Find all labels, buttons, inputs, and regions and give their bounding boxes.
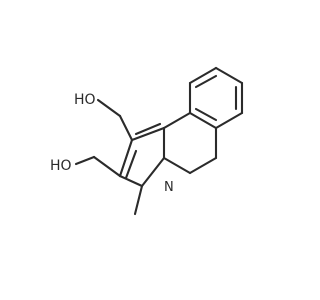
bond [96,98,122,118]
chemical-structure-canvas: HO HO N [50,66,244,216]
bond [188,156,218,175]
double-bond-inner [134,122,162,136]
molecule-diagram: HO HO N [50,66,244,216]
bond [188,66,218,85]
bond [188,111,218,130]
hydroxyl-left-label: HO [50,158,72,174]
nitrogen-label: N [164,180,174,195]
double-bond-inner [124,149,138,180]
aromatic-inner-bond [194,74,218,89]
bond [133,184,144,216]
bond-lines [74,66,244,216]
bond [92,155,122,178]
bond [118,138,134,178]
bond [130,126,166,142]
bond [162,111,192,130]
bond [74,155,96,166]
bond [214,111,244,130]
bond [118,174,144,188]
bond [140,156,166,188]
bond [118,114,134,142]
bond [162,156,192,175]
aromatic-inner-bond [194,107,218,122]
hydroxyl-top-label: HO [74,92,96,108]
bond [214,66,244,85]
atom-labels: HO HO N [50,92,174,195]
